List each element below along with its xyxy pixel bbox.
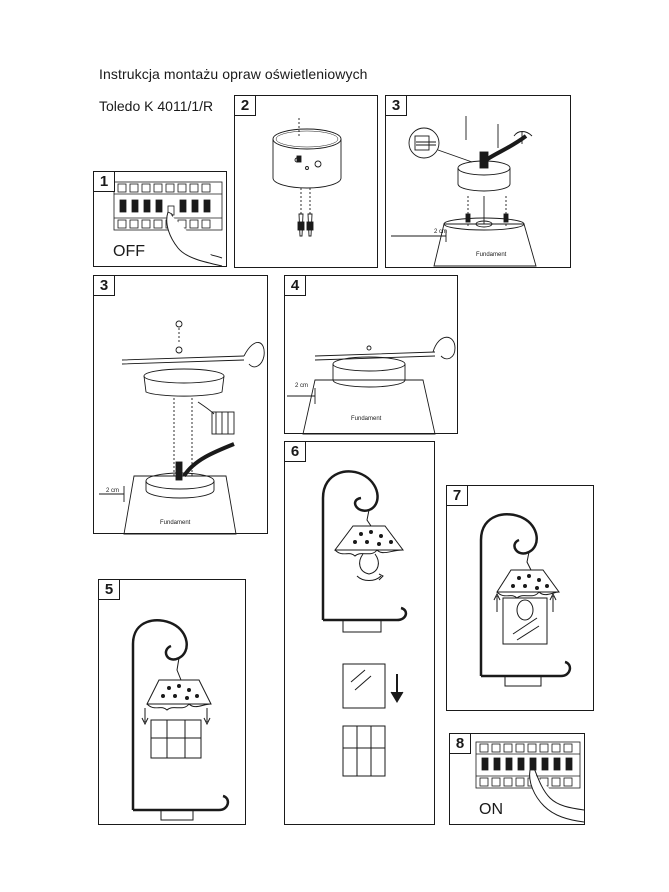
step-8-panel: 8 ON xyxy=(449,733,585,825)
step-2-panel: 2 xyxy=(234,95,378,268)
circuit-breaker-illustration xyxy=(113,181,223,267)
step-3b-panel: 3 2 cm Fundament xyxy=(93,275,268,535)
step-2-number: 2 xyxy=(234,95,256,116)
step-6-number: 6 xyxy=(284,441,306,462)
ceiling-canopy-illustration xyxy=(272,116,342,237)
step-1-panel: 1 OFF xyxy=(93,171,227,267)
lamp-glass-illustration xyxy=(321,470,408,777)
step-7-panel: 7 xyxy=(446,485,594,711)
step-3a-number: 3 xyxy=(385,95,407,116)
step-3a-base-label: Fundament xyxy=(476,252,507,258)
step-4-base-label: Fundament xyxy=(351,416,382,422)
wiring-mount-illustration xyxy=(391,116,537,267)
step-1-number: 1 xyxy=(93,171,115,192)
lamp-bulb-illustration xyxy=(479,513,572,687)
step-5-number: 5 xyxy=(98,579,120,600)
step-8-on-label: ON xyxy=(479,801,503,818)
step-7-number: 7 xyxy=(446,485,468,506)
assembly-illustration xyxy=(99,320,265,535)
lantern-assembled-illustration xyxy=(131,619,230,821)
step-4-number: 4 xyxy=(284,275,306,296)
step-4-panel: 4 2 cm Fundament xyxy=(284,275,458,435)
step-6-panel: 6 xyxy=(284,441,435,825)
step-3a-panel: 3 2 cm Fundament xyxy=(385,95,571,268)
circuit-breaker-on-illustration xyxy=(475,741,585,823)
step-4-height-label: 2 cm xyxy=(295,383,309,389)
step-3b-height-label: 2 cm xyxy=(106,488,120,494)
document-title: Instrukcja montażu opraw oświetleniowych xyxy=(99,66,368,82)
step-3b-number: 3 xyxy=(93,275,115,296)
step-5-panel: 5 xyxy=(98,579,246,825)
step-1-off-label: OFF xyxy=(113,243,145,260)
step-3b-base-label: Fundament xyxy=(160,520,191,526)
step-3a-height-label: 2 cm xyxy=(434,229,448,235)
mounted-canopy-illustration xyxy=(287,336,456,435)
step-8-number: 8 xyxy=(449,733,471,754)
model-number: Toledo K 4011/1/R xyxy=(99,98,214,114)
